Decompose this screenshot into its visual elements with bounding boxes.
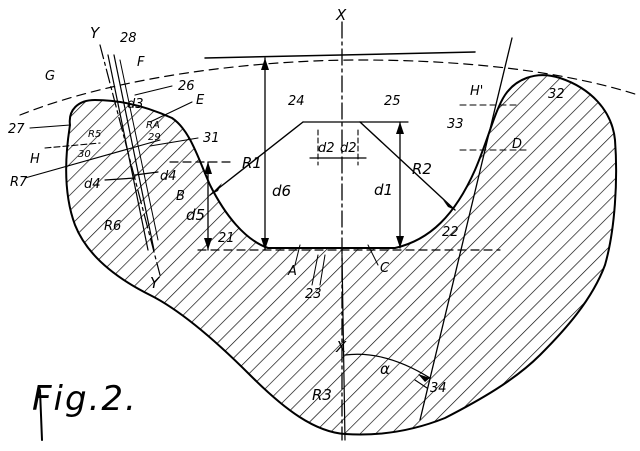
leader-c [367,244,379,266]
d1-arrow-top [396,122,404,134]
num-33: 33 [447,117,464,132]
num-30: 30 [78,149,91,160]
leader-23b [319,254,326,286]
num-27: 27 [8,122,25,137]
dim-d5: d5 [186,206,205,224]
num-21: 21 [218,231,235,246]
dim-d2-right: d2 [340,141,357,156]
point-g: G [45,69,55,84]
d4-dim-right [134,171,159,176]
d5-arrow-top [204,162,212,174]
leader-23a [311,254,319,286]
26-leader [134,85,173,96]
leader-a [294,244,301,266]
point-d: D [512,137,522,152]
d6-arrow-bottom [261,238,269,250]
alpha-arc [344,353,431,379]
envelope-arc [19,59,639,116]
alpha-arrow [418,374,430,382]
angle-alpha: α [380,360,390,378]
y-axis-parallel-2 [113,54,155,251]
point-c: C [380,261,390,276]
num-22: 22 [442,225,459,240]
27-leader [29,124,71,129]
point-f: F [137,55,145,70]
x-axis-label-top: X [335,6,347,24]
r2-arrow [443,200,455,210]
x-axis-solid-lower [341,254,346,441]
num-24: 24 [288,94,305,109]
dim-d2-left: d2 [318,141,335,156]
dim-d6: d6 [272,182,291,200]
figure-caption: Fig.2. [32,379,138,419]
dim-d3: d3 [127,97,144,112]
top-reference-line [204,51,476,59]
radius-r5: R5 [88,129,101,140]
point-b: B [176,189,185,204]
d5-arrow-bottom [204,238,212,250]
d1-arrow-bottom [396,236,404,248]
y-axis-label-top: Y [90,24,101,42]
hatched-body [65,74,618,436]
num-23: 23 [305,287,322,302]
r7-leader [24,139,161,179]
caption-tail [39,389,43,441]
num-25: 25 [384,94,401,109]
num-26: 26 [178,79,195,94]
r1-line [209,121,304,196]
inclined-line [419,37,513,421]
34-leader [414,379,428,389]
num-31: 31 [203,131,220,146]
point-h: H [30,152,40,167]
radius-r1: R1 [242,154,262,172]
point-h-prime: H' [470,84,483,99]
x-axis-label-bottom: X [335,338,347,356]
radius-r7: R7 [10,175,28,190]
r1-arrow [210,183,222,195]
y-axis-label-bottom: Y [150,274,161,292]
r2-line [359,121,456,211]
31-leader [149,137,199,147]
num-28: 28 [120,31,137,46]
dim-d1: d1 [374,181,393,199]
num-32: 32 [548,87,565,102]
radius-r3: R3 [312,386,332,404]
d4-dim-left [104,177,136,181]
radius-r2: R2 [412,160,432,178]
dim-d4-right: d4 [160,169,177,184]
num-29: 29 [148,132,161,143]
h-leader [44,142,101,149]
d6-arrow-top [261,58,269,70]
radius-r4: RA [146,120,160,131]
point-e: E [196,93,205,108]
point-a: A [287,264,297,279]
y-axis-parallel-3 [119,59,159,241]
radius-r6: R6 [104,219,121,234]
dim-d4-left: d4 [84,177,101,192]
num-34: 34 [430,381,447,396]
e-leader [149,101,193,123]
y-axis-parallel-1 [107,54,149,251]
